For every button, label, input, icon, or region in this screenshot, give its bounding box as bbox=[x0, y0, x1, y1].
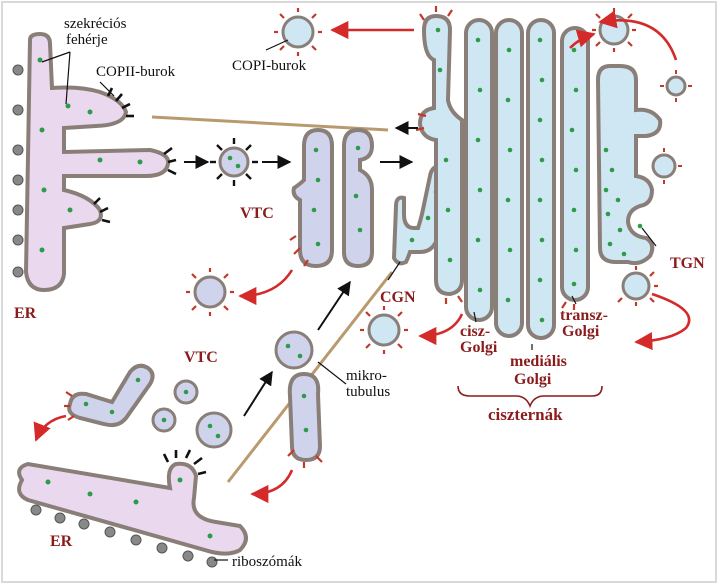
label-trans-line1: transz- bbox=[560, 307, 608, 324]
trans-vesicle-bottom bbox=[617, 266, 658, 306]
label-ribosomes: riboszómák bbox=[232, 554, 302, 570]
vtc-bottom bbox=[64, 330, 323, 468]
copi-vesicle-cgn bbox=[360, 306, 408, 354]
er-bottom-cargo bbox=[45, 477, 213, 539]
label-vtc-top: VTC bbox=[240, 205, 274, 222]
label-cgn: CGN bbox=[380, 289, 416, 306]
label-trans-line2: Golgi bbox=[562, 323, 600, 340]
er-bottom bbox=[17, 449, 248, 568]
er-top-cargo bbox=[37, 57, 143, 253]
leader-lines bbox=[41, 39, 657, 561]
label-cis-line2: Golgi bbox=[460, 339, 498, 356]
label-medial-line2: Golgi bbox=[514, 371, 552, 388]
label-microtubule-line1: mikro- bbox=[346, 368, 387, 384]
label-microtubule-line2: tubulus bbox=[346, 384, 390, 400]
golgi-stack bbox=[415, 6, 663, 340]
anterograde-arrows bbox=[184, 121, 418, 417]
vtc-top bbox=[289, 127, 375, 269]
copi-vesicle-middle-left bbox=[186, 268, 234, 316]
label-er-bottom: ER bbox=[50, 533, 73, 550]
label-medial-line1: mediális bbox=[510, 353, 567, 370]
cisternae-brace bbox=[457, 385, 603, 409]
copi-vesicle-top bbox=[274, 8, 322, 56]
er-top bbox=[12, 31, 177, 293]
trans-vesicle-right-mid bbox=[651, 148, 682, 184]
er-bottom-copii-coat bbox=[162, 449, 207, 476]
er-top-ribosomes bbox=[12, 64, 24, 278]
label-secretory: szekréciós bbox=[64, 16, 127, 32]
label-copi: COPI-burok bbox=[232, 58, 307, 74]
label-tgn: TGN bbox=[670, 255, 705, 272]
microtubule-top bbox=[151, 115, 389, 132]
copii-vesicle bbox=[210, 138, 258, 186]
label-copii: COPII-burok bbox=[96, 64, 176, 80]
trans-vesicle-right-top bbox=[660, 70, 692, 102]
label-cis-line1: cisz- bbox=[460, 323, 490, 340]
er-bottom-membrane bbox=[17, 461, 248, 556]
label-protein: fehérje bbox=[66, 32, 108, 48]
retrograde-arrows bbox=[33, 10, 691, 504]
label-cisternae: ciszternák bbox=[488, 405, 563, 424]
label-er-top: ER bbox=[14, 305, 37, 322]
er-bottom-ribosomes bbox=[30, 504, 218, 568]
label-vtc-bottom: VTC bbox=[184, 349, 218, 366]
er-top-membrane bbox=[23, 31, 171, 293]
